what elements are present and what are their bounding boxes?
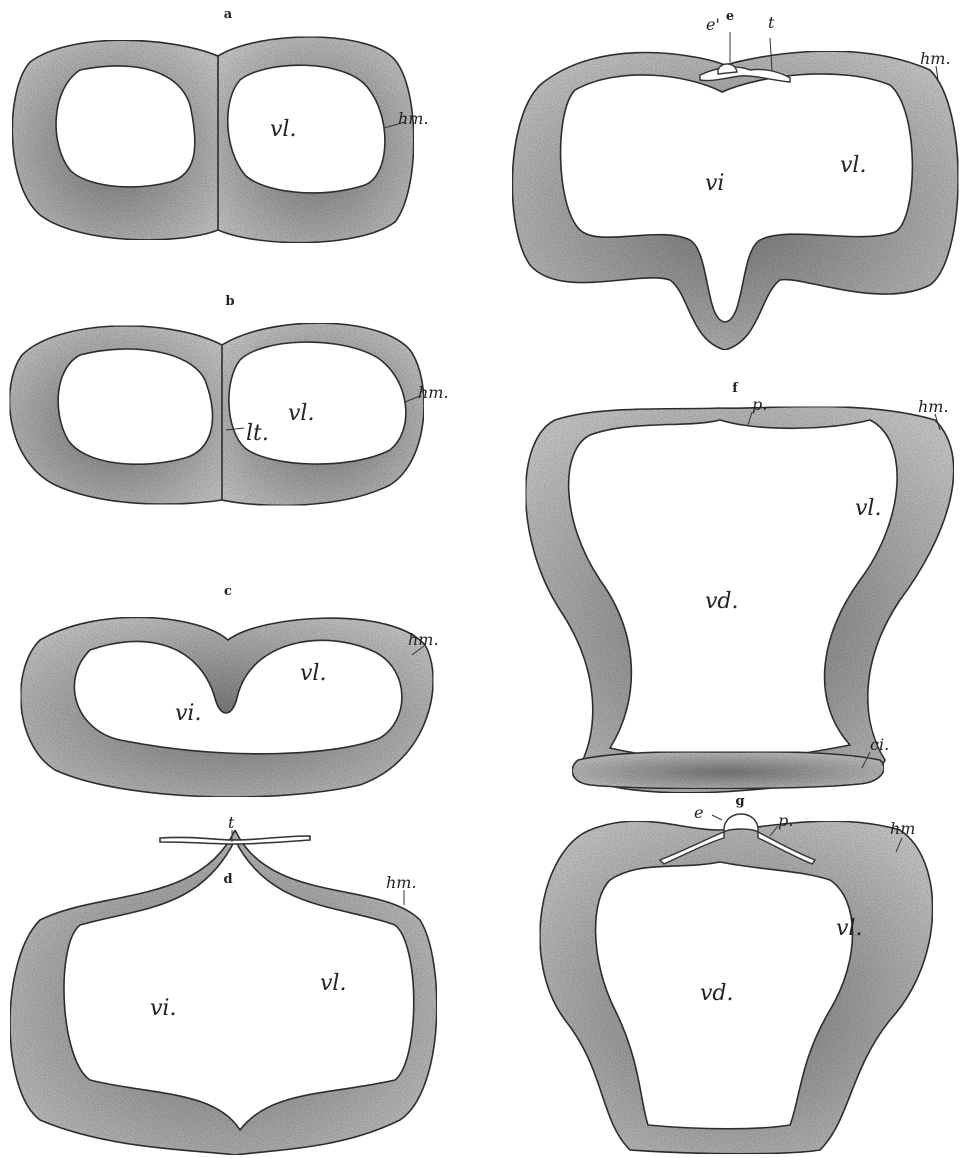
panel-letter-c: c (224, 584, 232, 599)
label-e-g: e (694, 803, 703, 822)
right-hemisphere-wall (222, 323, 424, 505)
left-hemisphere-wall (12, 40, 218, 240)
label-vl-f: vl. (855, 496, 881, 521)
panel-f: f p. hm. vl. vd. ci. (526, 381, 954, 793)
label-hm-g: hm (890, 819, 915, 838)
label-vd-f: vd. (705, 589, 739, 614)
left-hemisphere-wall (10, 326, 222, 504)
label-t-e: t (768, 13, 775, 32)
epiphysis-bud (724, 814, 758, 832)
label-hm-e: hm. (920, 49, 951, 68)
panel-c: c vl. vi. hm. (21, 584, 439, 797)
panel-a: a vl. hm. (12, 7, 428, 243)
panel-b: b vl. lt. hm. (10, 294, 449, 505)
leader-e-g (712, 815, 722, 820)
panel-letter-f: f (732, 381, 739, 396)
panel-letter-b: b (225, 294, 234, 309)
label-vl-e: vl. (840, 153, 866, 178)
label-vi-e: vi (705, 171, 724, 196)
label-vl-d: vl. (320, 971, 346, 996)
label-vl-g: vl. (836, 916, 862, 941)
label-vl-c: vl. (300, 661, 326, 686)
panel-letter-e: e (726, 9, 734, 24)
panel-d: d t hm. vi. vl. (10, 813, 437, 1155)
label-vl-a: vl. (270, 117, 296, 142)
label-t-d: t (228, 813, 235, 832)
label-hm-d: hm. (386, 873, 417, 892)
label-ci-f: ci. (870, 735, 889, 754)
brain-section-wall (540, 821, 933, 1154)
floor-commissure (572, 752, 884, 789)
panel-e: e e' t hm. vi vl. (512, 9, 958, 350)
label-lt-b: lt. (246, 421, 269, 446)
label-p-g: p. (778, 811, 793, 830)
label-vd-g: vd. (700, 981, 734, 1006)
label-vi-c: vi. (175, 701, 201, 726)
brain-section-wall (512, 51, 958, 350)
label-e1-e: e' (706, 15, 720, 34)
panel-letter-g: g (735, 794, 744, 809)
label-vl-b: vl. (288, 401, 314, 426)
label-hm-b: hm. (418, 383, 449, 402)
brain-section-wall (21, 617, 433, 797)
right-hemisphere-wall (218, 37, 414, 243)
panel-g: g e p. hm vl. vd. (540, 794, 933, 1154)
brain-section-wall (526, 407, 954, 793)
label-hm-c: hm. (408, 630, 439, 649)
label-vi-d: vi. (150, 996, 176, 1021)
panel-letter-d: d (223, 872, 232, 887)
label-hm-a: hm. (398, 109, 429, 128)
panel-letter-a: a (224, 7, 233, 22)
label-p-f: p. (752, 395, 767, 414)
label-hm-f: hm. (918, 397, 949, 416)
